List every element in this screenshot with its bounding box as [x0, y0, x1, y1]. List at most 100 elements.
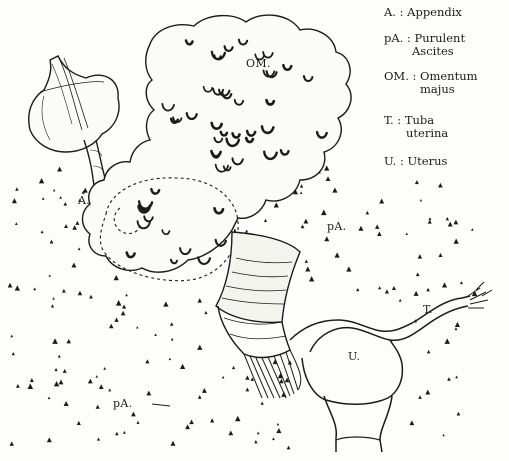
ascites-dot: [71, 263, 76, 268]
ascites-dot: [300, 184, 303, 187]
ascites-dot: [108, 389, 111, 392]
ascites-dot: [62, 289, 66, 293]
ascites-dot: [366, 211, 370, 215]
ascites-dot: [72, 225, 77, 230]
ascites-dot: [438, 183, 443, 188]
ascites-dot: [125, 294, 128, 297]
ascites-dot: [416, 272, 420, 276]
ascites-dot: [335, 252, 340, 257]
ascites-dot: [264, 219, 267, 222]
ascites-dot: [30, 378, 34, 382]
ascites-dot: [427, 350, 431, 354]
ascites-dot: [96, 375, 98, 377]
ascites-dot: [385, 289, 389, 293]
ascites-dot: [63, 369, 67, 373]
ascites-dot: [66, 339, 70, 343]
ascites-dot: [414, 291, 419, 296]
ascites-dot: [10, 335, 13, 338]
legend-line: uterina: [384, 127, 448, 140]
ascites-dot: [426, 288, 430, 292]
ascites-dot: [146, 391, 151, 396]
ascites-dot: [274, 202, 279, 207]
ascites-dot: [305, 266, 310, 271]
ascites-dot: [460, 281, 463, 284]
ascites-dot: [428, 220, 432, 224]
ascites-dot: [228, 431, 233, 436]
ascites-dot: [300, 192, 302, 194]
ascites-dot: [89, 295, 93, 299]
ascites-dot: [54, 381, 59, 386]
ascites-dot: [47, 437, 52, 442]
ascites-dot: [15, 285, 20, 290]
ascites-dot: [447, 377, 451, 381]
ascites-dot: [377, 231, 382, 236]
ascites-dot: [235, 416, 241, 422]
ascites-dot: [42, 197, 45, 200]
ascites-dot: [145, 359, 149, 363]
ascites-dot: [246, 388, 250, 392]
legend-line: majus: [384, 83, 478, 96]
ascites-dot: [210, 418, 214, 422]
ascites-dot: [197, 345, 202, 350]
label-ascites-right: pA.: [327, 220, 346, 233]
ascites-dot: [54, 368, 57, 371]
ascites-dot: [171, 441, 176, 446]
ascites-dot: [8, 283, 13, 288]
ascites-dot: [254, 440, 257, 443]
ascites-dot: [78, 291, 82, 295]
ascites-dot: [41, 230, 44, 233]
ascites-dot: [96, 405, 100, 409]
pa-leader-line: [152, 404, 170, 406]
ascites-dot: [409, 420, 414, 425]
ascites-dot: [455, 322, 460, 327]
ascites-dot: [28, 383, 34, 389]
ascites-dot: [332, 188, 337, 193]
ascites-dot: [442, 282, 447, 287]
ascites-dot: [171, 338, 174, 341]
label-ascites-bottom: pA.: [113, 397, 132, 410]
ascites-dot: [444, 338, 449, 343]
ascites-dot: [78, 247, 81, 250]
ascites-dot: [198, 395, 202, 399]
ascites-dot: [245, 375, 249, 379]
ascites-dot: [59, 196, 62, 199]
omentum-crescent-mark: [198, 257, 210, 264]
ascites-dot: [277, 423, 279, 425]
ascites-dot: [75, 221, 79, 225]
ascites-dot: [77, 421, 81, 425]
ascites-dot: [222, 376, 225, 379]
ascites-dot: [10, 441, 14, 445]
ascites-dot: [114, 275, 119, 280]
ascites-dot: [189, 419, 194, 424]
ascites-dot: [448, 222, 453, 227]
ascites-dot: [97, 437, 100, 440]
uterus-drawing: [290, 282, 492, 452]
ascites-dot: [103, 367, 106, 370]
ascites-dot: [136, 421, 139, 424]
label-omentum: OM.: [246, 57, 271, 70]
ascites-dot: [52, 297, 54, 299]
ascites-dot: [114, 317, 118, 321]
ascites-dot: [57, 166, 62, 171]
ascites-dot: [379, 199, 384, 204]
ascites-dot: [454, 220, 459, 225]
ascites-dot: [109, 324, 114, 329]
omentum-outline: [83, 15, 352, 272]
ascites-dot: [455, 327, 458, 330]
ascites-dot: [324, 236, 329, 241]
ascites-dot: [180, 364, 185, 369]
ascites-dot: [471, 228, 474, 231]
ascites-dot: [198, 298, 202, 302]
ascites-dot: [202, 388, 207, 393]
ascites-dot: [257, 432, 260, 435]
label-appendix: A.: [78, 194, 90, 207]
ascites-dot: [415, 180, 419, 184]
ascites-dot: [185, 424, 190, 429]
ascites-dot: [50, 240, 54, 244]
ascites-dot: [115, 432, 119, 436]
ascites-dot: [309, 276, 314, 281]
ascites-dot: [303, 219, 308, 224]
ascites-dot: [121, 311, 126, 316]
ascites-dot: [287, 446, 291, 450]
